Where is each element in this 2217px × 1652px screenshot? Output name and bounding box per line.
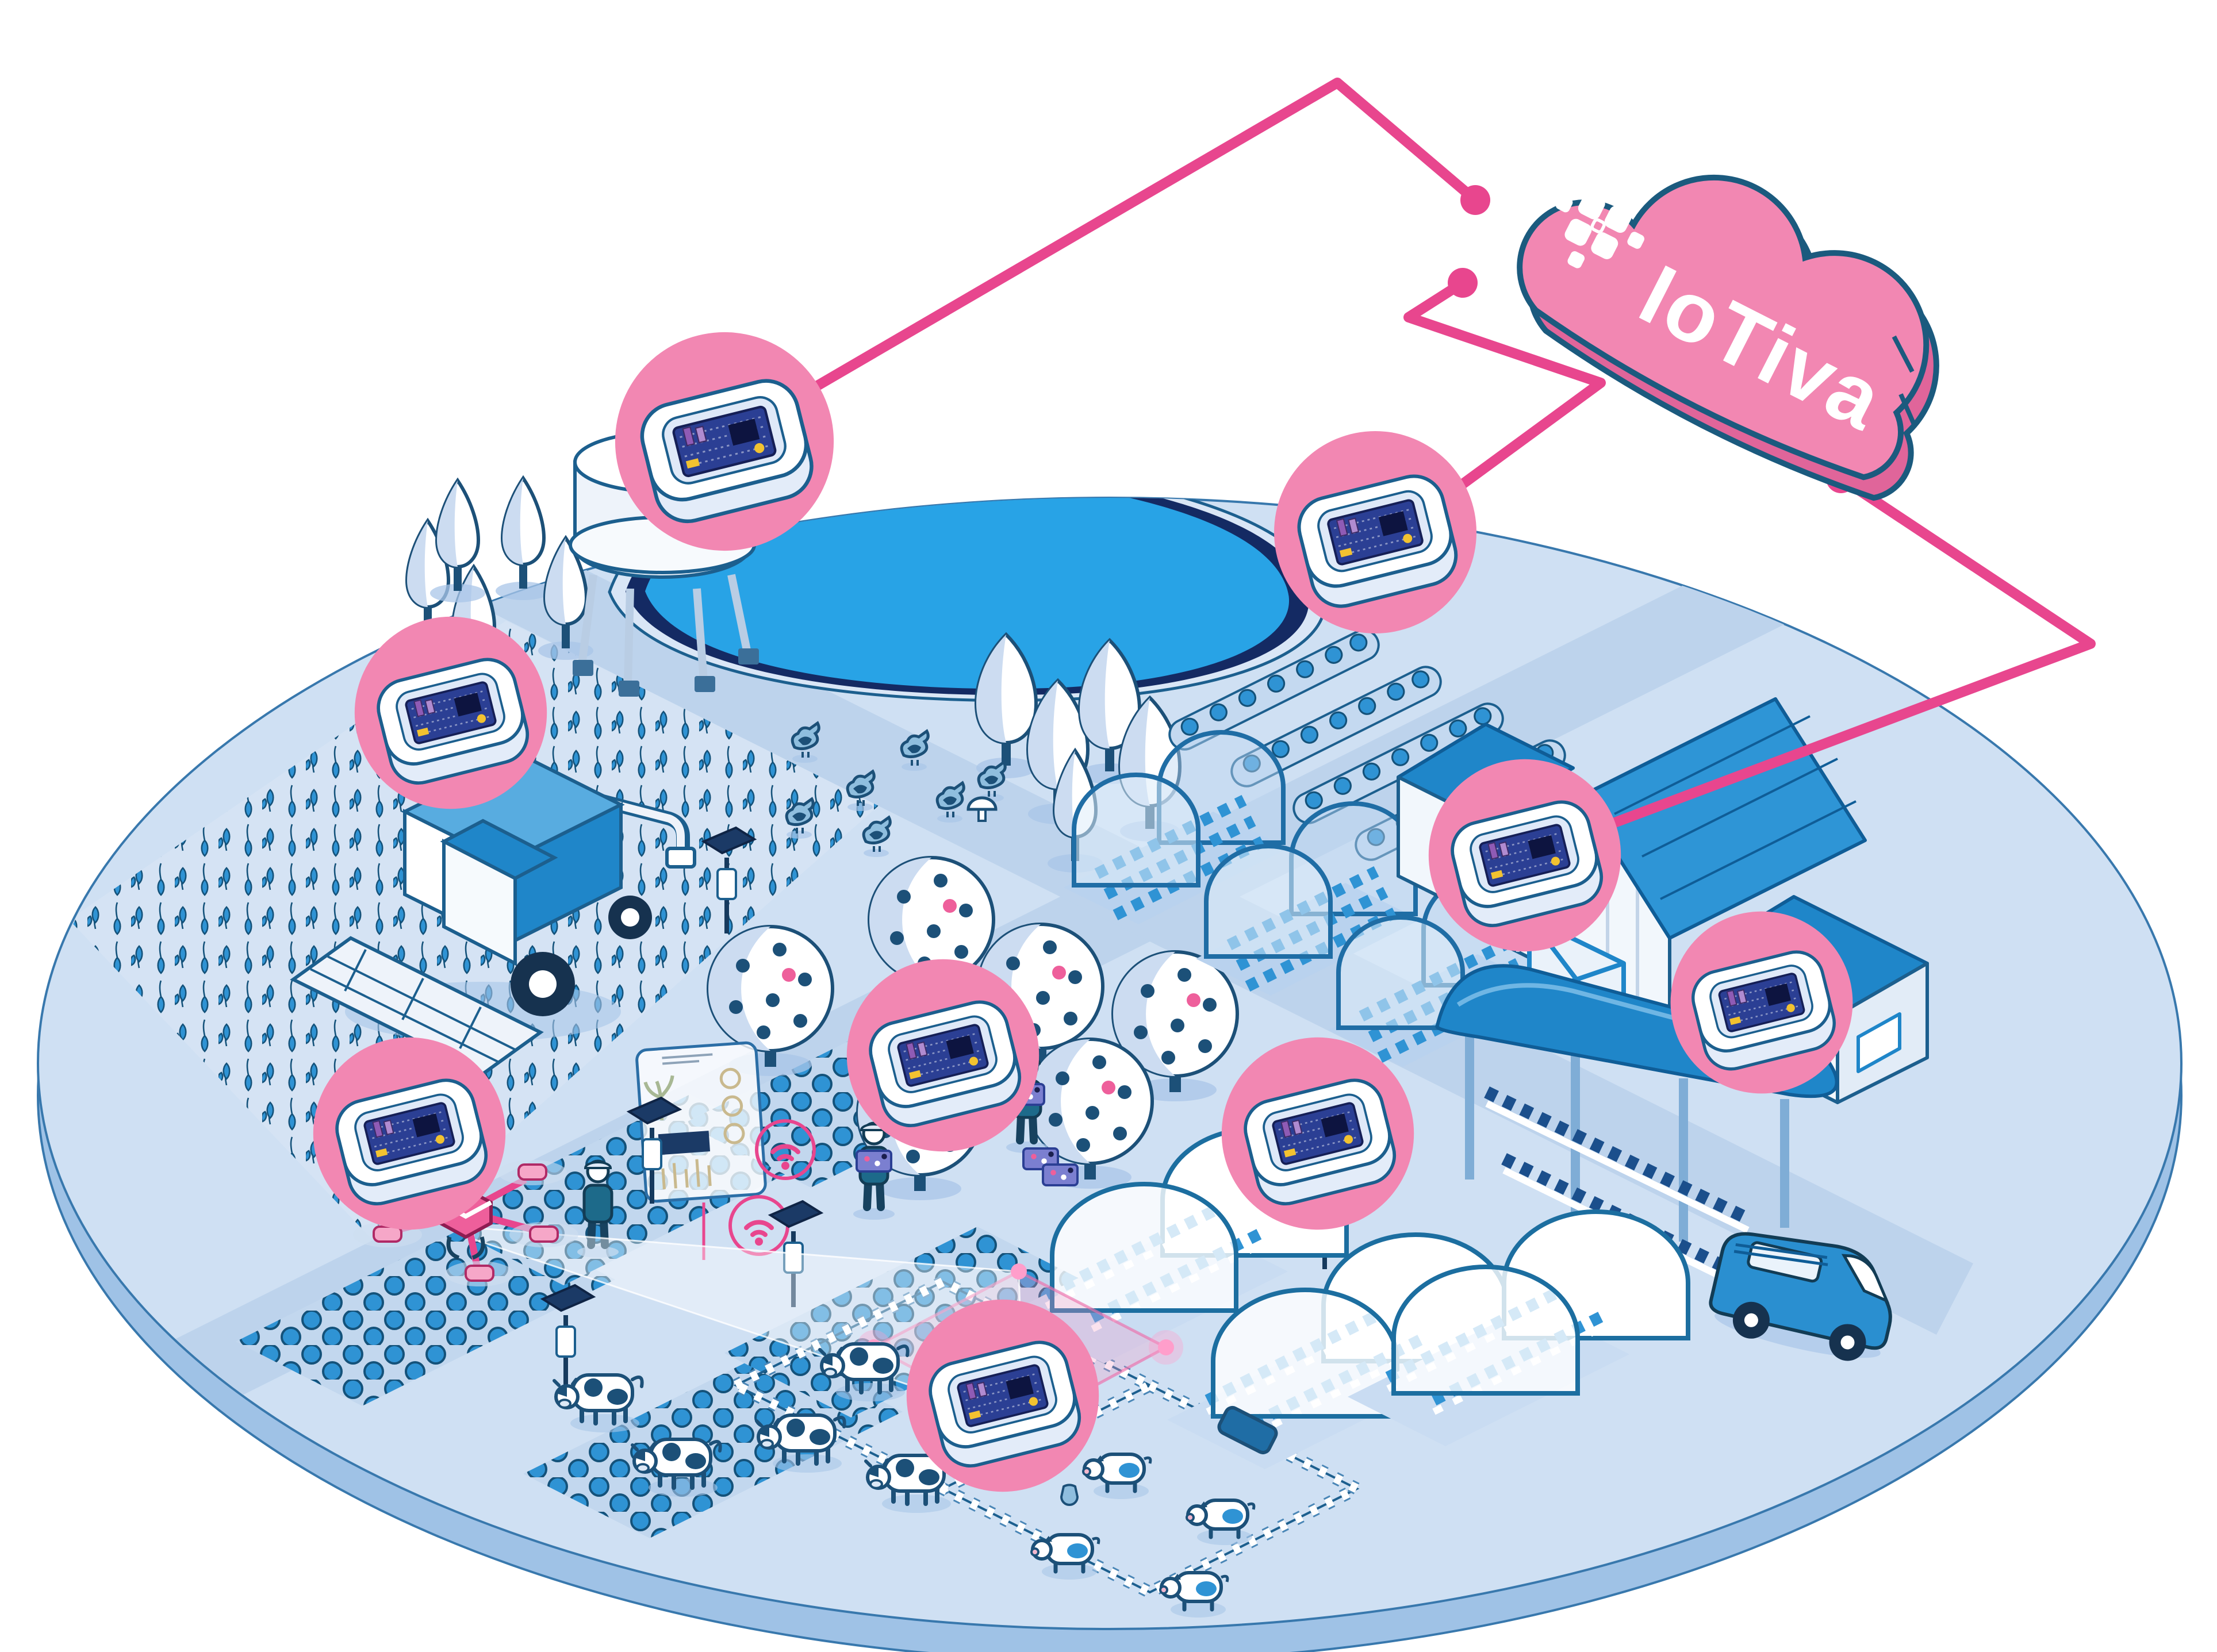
sensor-node-roadside[interactable] xyxy=(1671,912,1853,1094)
sensor-node-orchard[interactable] xyxy=(847,959,1039,1151)
pond-water xyxy=(645,498,1289,689)
sensor-node-water-tower[interactable] xyxy=(615,332,834,551)
sensor-node-crop-plots[interactable] xyxy=(313,1038,505,1230)
sensor-node-field-north[interactable] xyxy=(1274,431,1476,633)
combine-harvester xyxy=(290,752,696,1076)
cloud-body xyxy=(1517,174,1930,481)
sensor-node-greenhouse[interactable] xyxy=(1222,1038,1414,1230)
mushroom xyxy=(966,796,998,822)
sensor-node-barn[interactable] xyxy=(1429,759,1621,951)
conifer-tree xyxy=(496,478,551,600)
delivery-van xyxy=(1709,1232,1892,1361)
bucket xyxy=(1060,1484,1079,1506)
cloud-platform[interactable]: IoTiva xyxy=(1487,105,1990,517)
produce-crate xyxy=(1042,1163,1079,1186)
chicken-yard xyxy=(787,723,1005,857)
produce-crate xyxy=(856,1150,892,1173)
network-link-endpoint-field-north-to-cloud xyxy=(1448,268,1478,298)
network-link-barn-to-cloud xyxy=(1608,473,2096,828)
monitoring-dashboard[interactable] xyxy=(635,1041,767,1203)
network-link-field-north-to-cloud xyxy=(1403,278,1606,493)
feed-trough xyxy=(1217,1405,1278,1455)
barn-window xyxy=(1857,1012,1901,1073)
sensor-node-wheat-field[interactable] xyxy=(355,617,547,809)
iotiva-logo-icon xyxy=(1555,181,1644,268)
network-link-endpoint-water-tower-to-cloud xyxy=(1460,185,1490,215)
sensor-node-livestock[interactable] xyxy=(907,1300,1099,1492)
network-link-water-tower-to-cloud xyxy=(811,78,1480,391)
